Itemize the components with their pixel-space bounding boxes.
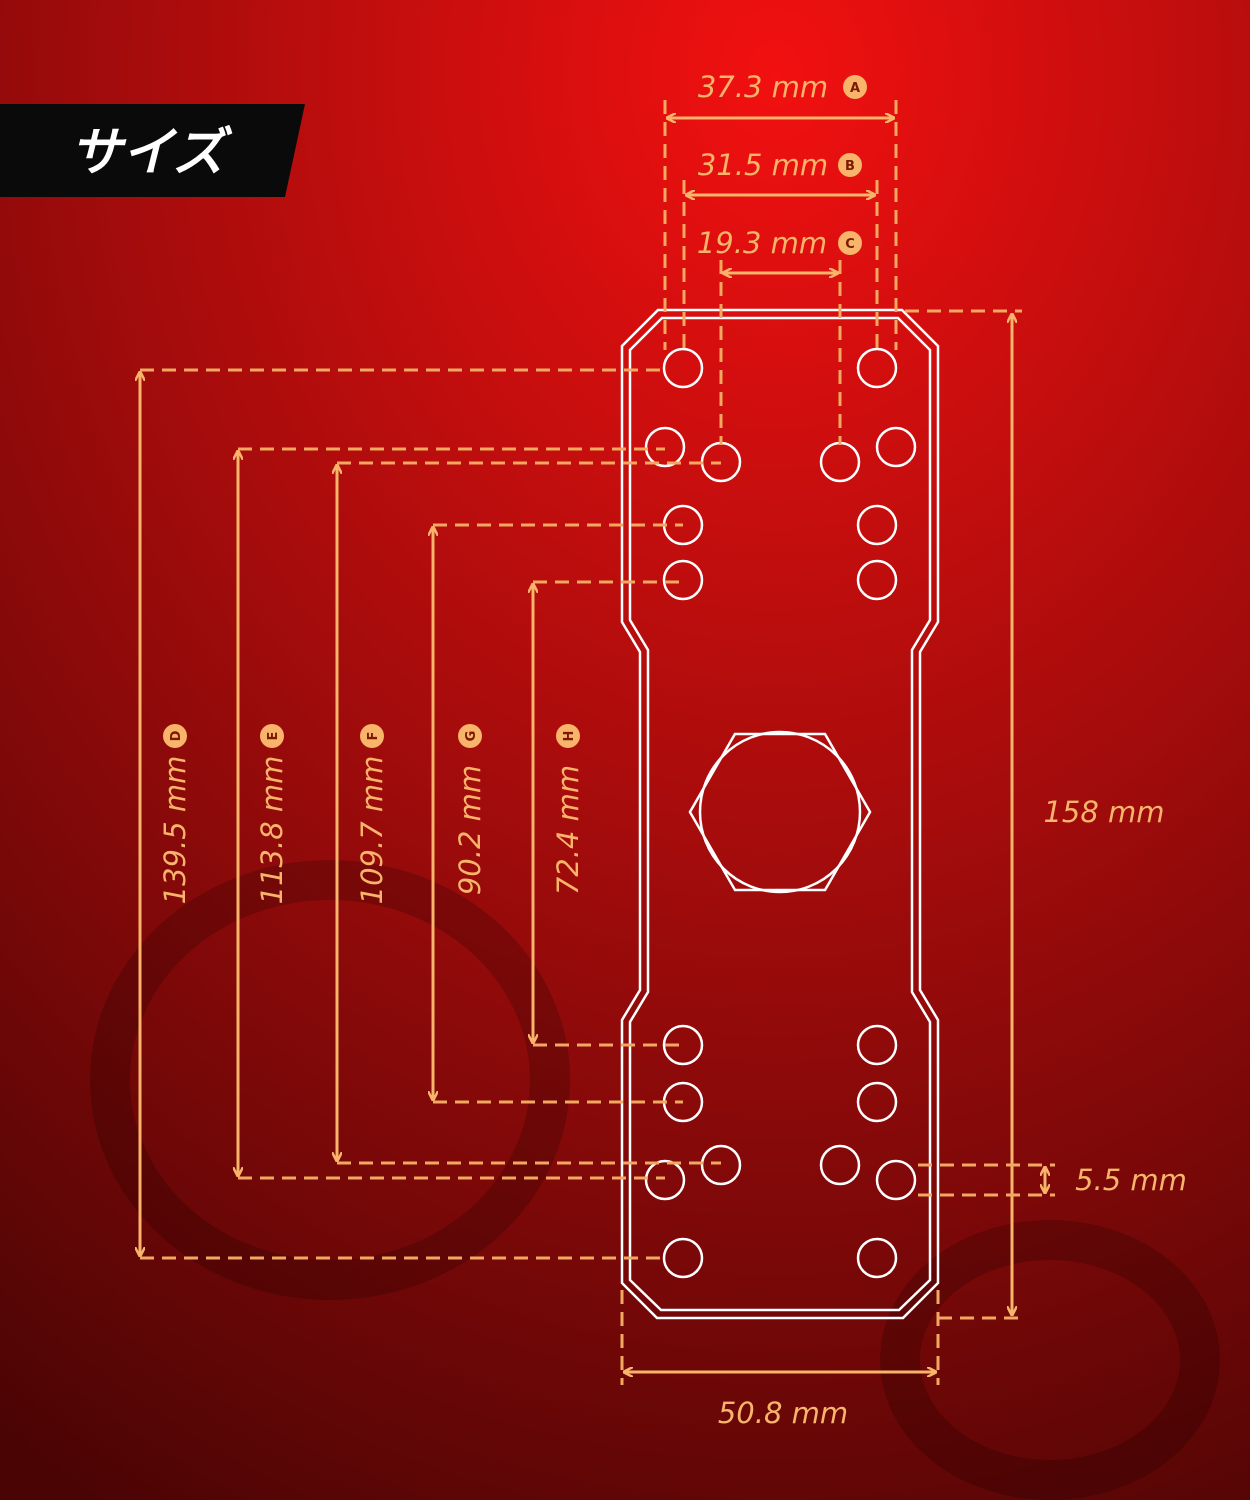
badge-c: C	[845, 237, 855, 252]
hole	[856, 1024, 898, 1066]
dimension-g: 90.2 mm G	[433, 523, 683, 1104]
dimension-width: 50.8 mm	[620, 1290, 940, 1430]
hole	[644, 1159, 686, 1201]
dimension-e: 113.8 mm E	[238, 447, 665, 1180]
dimension-height: 158 mm	[905, 309, 1165, 1320]
dimension-height-label: 158 mm	[1043, 795, 1164, 829]
dimension-a-label: 37.3 mm	[698, 70, 828, 104]
badge-e: E	[266, 732, 281, 741]
dimension-f: 109.7 mm F	[337, 461, 721, 1165]
badge-b: B	[845, 159, 855, 174]
badge-f: F	[366, 732, 381, 741]
hole	[856, 504, 898, 546]
title-text: サイズ	[70, 123, 232, 183]
dimension-e-label: 113.8 mm	[255, 756, 289, 905]
badge-h: H	[562, 731, 577, 742]
plate-outline	[620, 308, 940, 1320]
hole	[700, 1144, 742, 1186]
hole	[856, 347, 898, 389]
hole	[662, 559, 704, 601]
hole	[875, 426, 917, 468]
hole	[856, 1237, 898, 1279]
hole	[856, 559, 898, 601]
hole	[662, 347, 704, 389]
dimension-g-label: 90.2 mm	[453, 765, 487, 895]
dimension-hole-label: 5.5 mm	[1075, 1163, 1187, 1197]
dimension-d: 139.5 mm D	[140, 368, 665, 1260]
dimension-h: 72.4 mm H	[533, 580, 683, 1047]
badge-g: G	[464, 731, 479, 742]
hole	[662, 1024, 704, 1066]
dimension-d-label: 139.5 mm	[158, 756, 192, 905]
center-hole	[688, 730, 872, 894]
dimension-c-label: 19.3 mm	[697, 226, 827, 260]
hole	[856, 1081, 898, 1123]
dimension-b: 31.5 mm B	[682, 148, 879, 350]
mount-holes	[644, 347, 917, 1279]
hole	[662, 1237, 704, 1279]
dimension-c: 19.3 mm C	[697, 226, 862, 445]
dimension-h-label: 72.4 mm	[551, 765, 585, 895]
dimension-f-label: 109.7 mm	[355, 756, 389, 905]
hole	[644, 426, 686, 468]
background-shadow-shapes	[90, 860, 1220, 1500]
dimension-hole: 5.5 mm	[918, 1163, 1187, 1197]
hole	[819, 1144, 861, 1186]
title-banner: サイズ	[0, 104, 305, 197]
dimension-b-label: 31.5 mm	[698, 148, 828, 182]
badge-d: D	[169, 730, 184, 741]
badge-a: A	[850, 81, 860, 96]
dimension-a: 37.3 mm A	[663, 70, 898, 350]
dimension-width-label: 50.8 mm	[718, 1396, 848, 1430]
hole	[875, 1159, 917, 1201]
